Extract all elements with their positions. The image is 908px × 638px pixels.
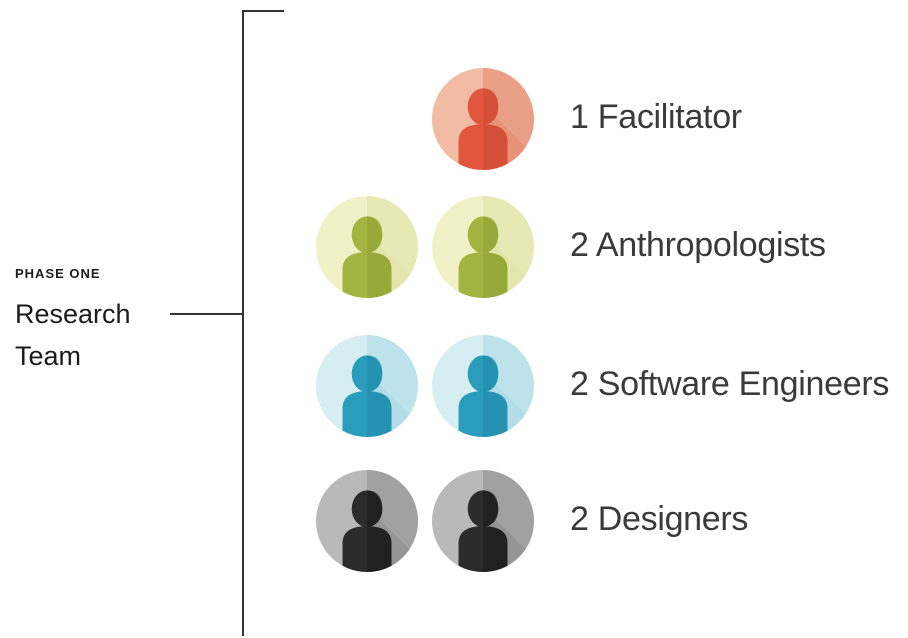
role-label: 1 Facilitator [570, 98, 742, 136]
team-title-line1: Research [15, 299, 131, 329]
person-icon [316, 470, 418, 572]
role-label: 2 Designers [570, 500, 749, 538]
team-title-line2: Team [15, 341, 82, 371]
person-icon [316, 196, 418, 298]
person-icon [432, 68, 534, 170]
role-label: 2 Software Engineers [570, 365, 890, 403]
bracket-top-tick [242, 10, 284, 12]
phase-label: PHASE ONE [15, 266, 101, 281]
team-label: PHASE ONE Research Team [15, 266, 131, 377]
role-label: 2 Anthropologists [570, 226, 826, 264]
person-icon [432, 196, 534, 298]
bracket-vertical-line [242, 10, 244, 636]
person-icon [316, 335, 418, 437]
person-icon [432, 335, 534, 437]
person-icon [432, 470, 534, 572]
bracket-connector-line [170, 313, 244, 315]
